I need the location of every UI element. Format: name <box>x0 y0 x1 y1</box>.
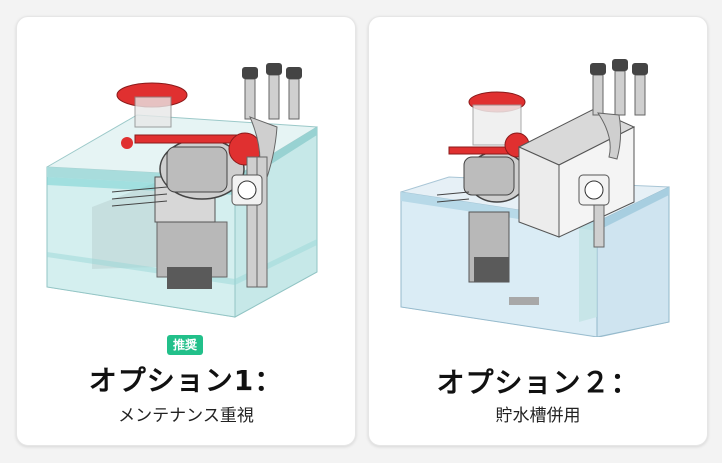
option-2-title: オプション２： <box>436 366 640 399</box>
option-1-card[interactable]: 推奨 オプション1： メンテナンス重視 <box>16 16 356 446</box>
sump-tank-illustration-option-1 <box>46 63 318 318</box>
option-2-card[interactable]: オプション２： 貯水槽併用 <box>368 16 708 446</box>
recommended-badge: 推奨 <box>167 335 204 355</box>
option-1-subtitle: メンテナンス重視 <box>118 406 254 426</box>
option-1-title: オプション1： <box>88 364 284 397</box>
sump-tank-illustration-option-2 <box>400 59 670 337</box>
option-2-subtitle: 貯水槽併用 <box>495 406 581 426</box>
